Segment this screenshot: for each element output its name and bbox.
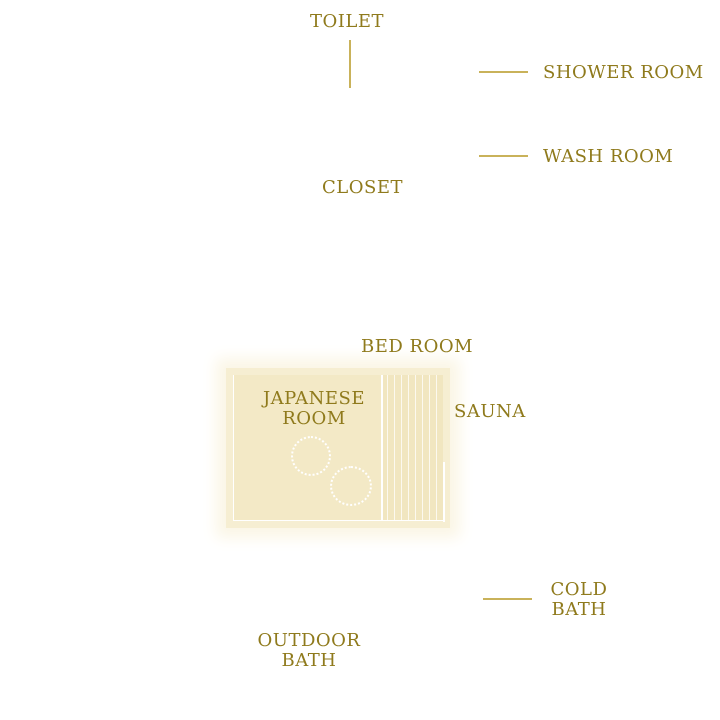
slat <box>387 375 388 521</box>
stepping-stone <box>291 436 331 476</box>
label-outdoor-bath-line2: BATH <box>281 650 337 671</box>
leader-line-toilet <box>349 40 351 88</box>
room-bottom-edge <box>233 520 443 521</box>
slat <box>436 375 437 521</box>
room-divider <box>381 375 383 521</box>
leader-line-wash-room <box>479 155 528 157</box>
slat <box>415 375 416 521</box>
wood-slats <box>383 375 443 521</box>
room-left-edge <box>233 375 234 521</box>
slat <box>422 375 423 521</box>
label-cold-bath-line2: BATH <box>551 599 607 620</box>
label-wash-room: WASH ROOM <box>543 146 674 167</box>
label-japanese-room-line1: JAPANESE <box>262 388 366 409</box>
label-shower-room: SHOWER ROOM <box>543 62 704 83</box>
label-closet: CLOSET <box>322 177 403 198</box>
label-sauna: SAUNA <box>454 401 526 422</box>
sauna-wall-area <box>383 375 443 521</box>
stepping-stone <box>330 466 372 506</box>
label-japanese-room: JAPANESE ROOM <box>244 389 384 429</box>
room-right-edge <box>443 462 445 522</box>
label-cold-bath: COLD BATH <box>539 580 619 620</box>
slat <box>408 375 409 521</box>
slat <box>429 375 430 521</box>
leader-line-shower-room <box>479 71 528 73</box>
slat <box>401 375 402 521</box>
leader-line-cold-bath <box>483 598 532 600</box>
slat <box>394 375 395 521</box>
label-japanese-room-line2: ROOM <box>282 408 346 429</box>
label-outdoor-bath-line1: OUTDOOR <box>257 630 361 651</box>
label-outdoor-bath: OUTDOOR BATH <box>244 631 374 671</box>
label-bed-room: BED ROOM <box>361 336 474 357</box>
label-toilet: TOILET <box>310 11 384 32</box>
label-cold-bath-line1: COLD <box>550 579 608 600</box>
